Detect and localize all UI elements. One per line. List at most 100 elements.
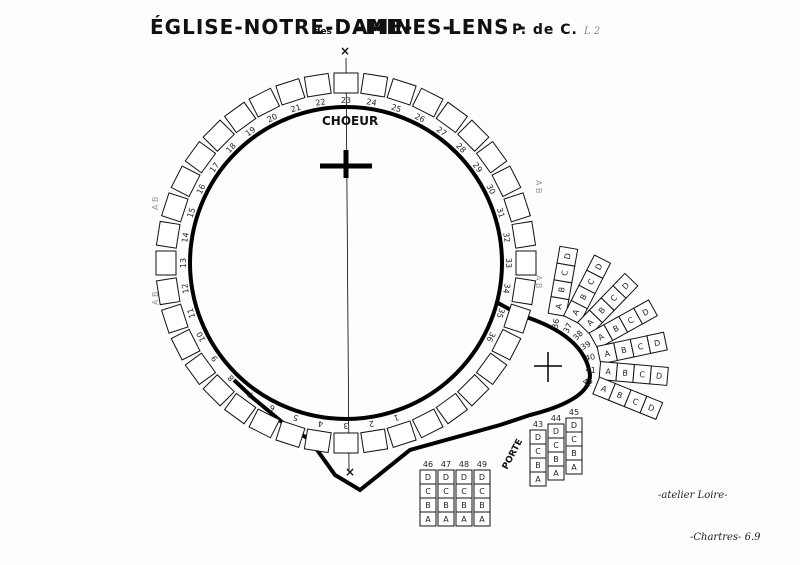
ring-panel: 32	[501, 220, 537, 249]
ring-panel-number: 6	[268, 403, 277, 413]
ring-panel-box	[457, 374, 490, 407]
ring-panel-number: 2	[368, 419, 374, 429]
ring-panel-number: 35	[495, 307, 507, 319]
ring-panel: 14	[155, 220, 191, 249]
ring-panel-box	[511, 220, 537, 249]
ring-panel-box	[155, 250, 177, 276]
ring-panel: 2	[360, 419, 389, 454]
ring-panel: 4	[303, 419, 332, 454]
fan-panel-letter: A	[600, 384, 609, 395]
church-title: ÉGLISE-NOTRE-DAME-	[150, 15, 413, 39]
fan-panel-letter: A	[554, 303, 564, 310]
ring-panel-box	[170, 328, 201, 361]
ring-panel-number: 31	[495, 207, 507, 219]
ring-panel-number: 14	[180, 232, 190, 243]
fan-panel-letter: C	[626, 315, 636, 326]
ring-panel-number: 10	[195, 330, 208, 343]
ab-mark-right-top: A B	[534, 180, 543, 194]
ring-panel: 30	[484, 165, 522, 198]
ring-panel: 16	[170, 165, 208, 198]
church-title-mines: -MINES-	[356, 15, 452, 39]
ring-panel-number: 33	[504, 258, 513, 268]
ring-panel: 27	[435, 101, 469, 138]
grid-panel-letter: D	[535, 433, 541, 442]
chapel-outline	[232, 301, 593, 493]
ring-panel-box	[360, 428, 389, 454]
ring-panel-number: 30	[484, 183, 497, 196]
ring-panel-number: 25	[390, 103, 402, 115]
ring-panel-box	[515, 250, 537, 276]
fan-panel-letter: B	[615, 390, 623, 400]
grid-panel-letter: D	[479, 473, 485, 482]
grid-panel-letter: C	[535, 447, 541, 456]
ring-panel: 24	[360, 72, 389, 108]
grid-panel-letter: A	[461, 515, 467, 524]
ring-panel: 10	[170, 328, 208, 361]
fan-panel-letter: D	[563, 252, 573, 260]
ring-panel-box	[503, 192, 532, 223]
grid-panel-letter: D	[571, 421, 577, 430]
grid-panel-letter: A	[443, 515, 449, 524]
ring-panel-box	[248, 408, 281, 439]
grid-panel-letter: B	[425, 501, 431, 510]
fan-panel-letter: D	[641, 307, 651, 318]
ring-panel: 7	[223, 389, 257, 425]
ring-panel-number: 8	[226, 373, 236, 383]
ab-mark-left-top: A B	[151, 196, 160, 210]
ring-panel: 21	[275, 77, 306, 115]
ab-mark-right-bottom: A B	[534, 275, 543, 289]
fan-panel-number: 36	[551, 318, 562, 330]
grid-panel-letter: C	[443, 487, 449, 496]
ring-panel-box	[303, 72, 332, 98]
ring-panel-box	[475, 140, 508, 174]
ring-panel-number: 20	[266, 112, 279, 125]
grid-panel-number: 46	[423, 460, 433, 469]
department-title: P. de C.	[512, 22, 578, 38]
ring-panel-box	[184, 352, 217, 386]
ring-panel: 12	[155, 277, 191, 306]
ring-panel: 1	[386, 412, 417, 449]
ring-panel-box	[160, 192, 189, 223]
ring-panel-box	[248, 87, 281, 118]
fan-panel-letter: B	[557, 286, 567, 293]
fan-panel-cell	[586, 254, 612, 280]
fan-panel-letter: C	[586, 277, 597, 286]
fan-panel-letter: B	[578, 293, 589, 302]
grid-panels: 43DCBA44DCBA45DCBA46DCBA47DCBA48DCBA49DC…	[419, 408, 583, 527]
ring-panel: 5	[275, 412, 306, 449]
grid-panel-letter: D	[553, 427, 559, 436]
ring-panel-box	[386, 77, 417, 106]
ring-panel-number: 12	[180, 283, 190, 294]
ring-panel-box	[457, 119, 490, 152]
fan-panel-number: 39	[579, 339, 592, 352]
ring-panel-box	[333, 72, 359, 94]
grid-panel-letter: A	[535, 475, 541, 484]
ring-panel-number: 21	[290, 103, 302, 115]
fan-panel-number: 37	[562, 321, 575, 334]
grid-panel-cell	[455, 511, 473, 527]
ring-panel-number: 32	[501, 232, 511, 243]
axis-mark-bottom: ×	[345, 465, 355, 479]
fan-panel-cell	[612, 272, 639, 299]
fan-panel-letter: A	[597, 332, 607, 343]
porte-label: PORTE	[501, 438, 525, 472]
ring-panel-box	[275, 420, 306, 449]
fan-panel-letter: D	[594, 262, 605, 272]
ring-panel-box	[435, 101, 469, 134]
fan-panel-letter: A	[585, 317, 596, 328]
fan-panel-letter: A	[571, 307, 582, 316]
workshop-credit: -atelier Loire-	[658, 490, 728, 501]
ring-panel-box	[155, 220, 181, 249]
ring-panel-number: 36	[484, 330, 497, 343]
ring-panel-number: 24	[366, 97, 377, 107]
fan-panel-letter: C	[560, 269, 570, 276]
ring-panel-number: 16	[195, 183, 208, 196]
ring-panel: 35	[495, 303, 532, 334]
ring-panel: 3	[333, 421, 359, 454]
